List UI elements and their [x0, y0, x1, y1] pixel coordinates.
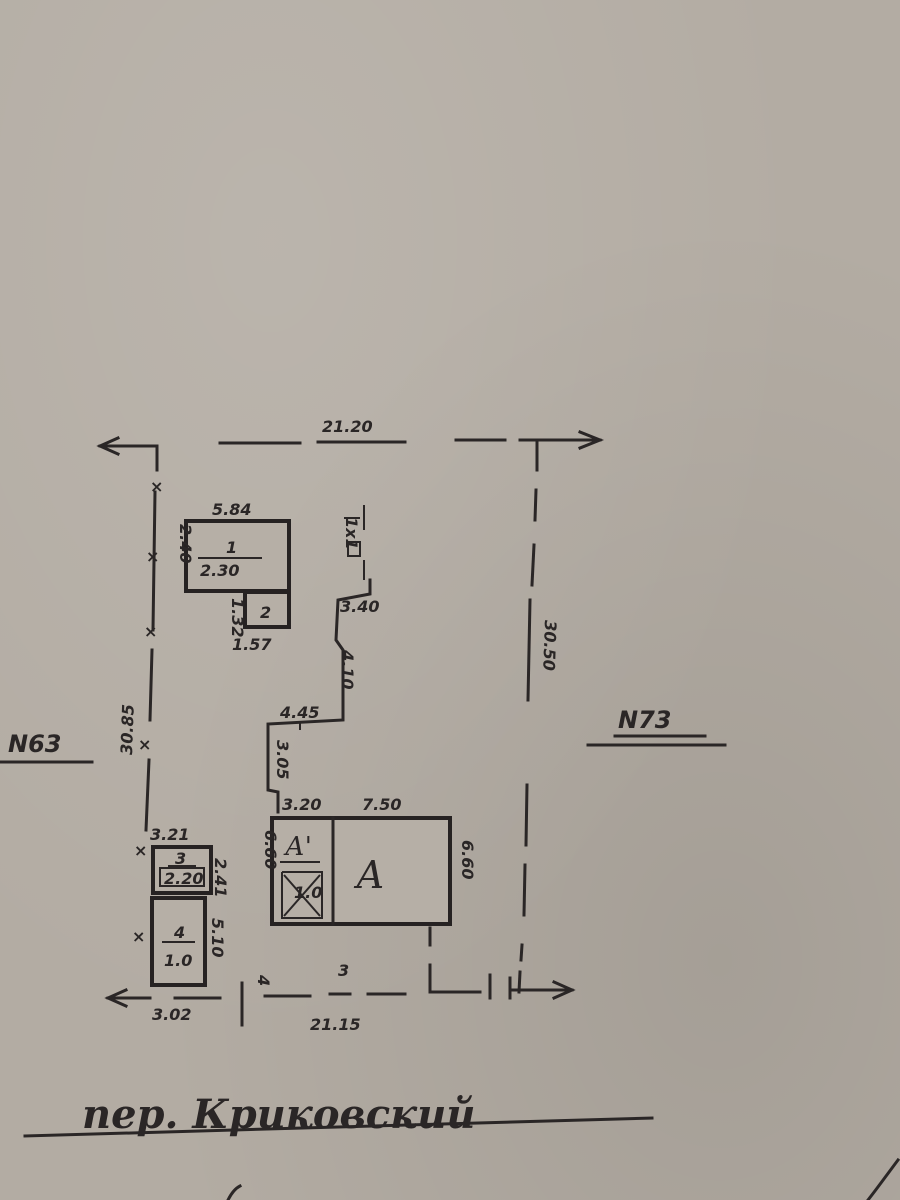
building-2-label: 2	[260, 603, 271, 622]
inner-fence	[266, 578, 372, 814]
top-dimension: 21.20	[322, 417, 373, 436]
building-3-label: 3	[175, 849, 186, 868]
building-2-width: 1.57	[232, 635, 272, 654]
neighbor-right: N73	[586, 706, 727, 747]
small-structure-label: 1x1	[342, 517, 361, 550]
building-1-area: 2.30	[200, 561, 239, 580]
fence-dim-2: 4.10	[338, 649, 357, 689]
svg-text:N63: N63	[8, 730, 61, 758]
svg-text:N73: N73	[618, 706, 671, 734]
building-4	[150, 896, 207, 987]
svg-text:×: ×	[132, 927, 145, 946]
building-1-label: 1	[226, 538, 237, 557]
svg-text:×: ×	[150, 477, 163, 496]
building-2-side: 1.32	[228, 598, 247, 637]
house-a-label: А	[353, 853, 385, 897]
building-3-side: 2.41	[211, 858, 230, 897]
house-a-side: 6.60	[458, 840, 477, 879]
svg-text:×: ×	[146, 547, 159, 566]
building-2	[243, 590, 291, 629]
street-name: пер. Криковский	[82, 1091, 475, 1138]
small-structure	[344, 505, 365, 580]
building-4-side: 5.10	[208, 918, 227, 957]
house-a1-width: 3.20	[282, 795, 321, 814]
right-boundary	[517, 438, 539, 994]
bottom-offset-b: 3	[338, 961, 349, 980]
building-1-side: 2.40	[176, 524, 195, 563]
main-house	[270, 816, 452, 926]
svg-text:×: ×	[144, 622, 157, 641]
street-underline	[23, 1116, 654, 1138]
house-a1-side: 6.60	[261, 830, 280, 869]
building-3	[151, 845, 213, 895]
top-boundary	[96, 430, 605, 456]
fence-dim-3: 4.45	[279, 703, 319, 722]
house-a-width: 7.50	[362, 795, 401, 814]
building-4-width: 3.02	[152, 1005, 191, 1024]
left-dimension: 30.85	[117, 704, 138, 755]
svg-text:×: ×	[138, 735, 151, 754]
left-boundary: × × × × × ×	[132, 444, 163, 946]
building-4-label: 4	[173, 923, 185, 942]
bottom-dimension: 21.15	[310, 1015, 361, 1034]
house-a1-area: 1.0	[294, 883, 322, 902]
house-a1-label: А'	[283, 832, 312, 862]
svg-text:×: ×	[134, 841, 147, 860]
building-1-width: 5.84	[212, 500, 251, 519]
bottom-boundary	[104, 926, 576, 1027]
building-3-area: 2.20	[164, 869, 203, 888]
building-1	[184, 519, 291, 593]
fence-dim-1: 3.40	[340, 597, 379, 616]
bottom-offset-a: 4	[254, 974, 273, 986]
neighbor-left: N63	[0, 730, 94, 764]
right-dimension: 30.50	[539, 620, 560, 671]
building-3-width: 3.21	[150, 825, 189, 844]
fence-dim-4: 3.05	[273, 740, 292, 779]
building-4-area: 1.0	[164, 951, 192, 970]
